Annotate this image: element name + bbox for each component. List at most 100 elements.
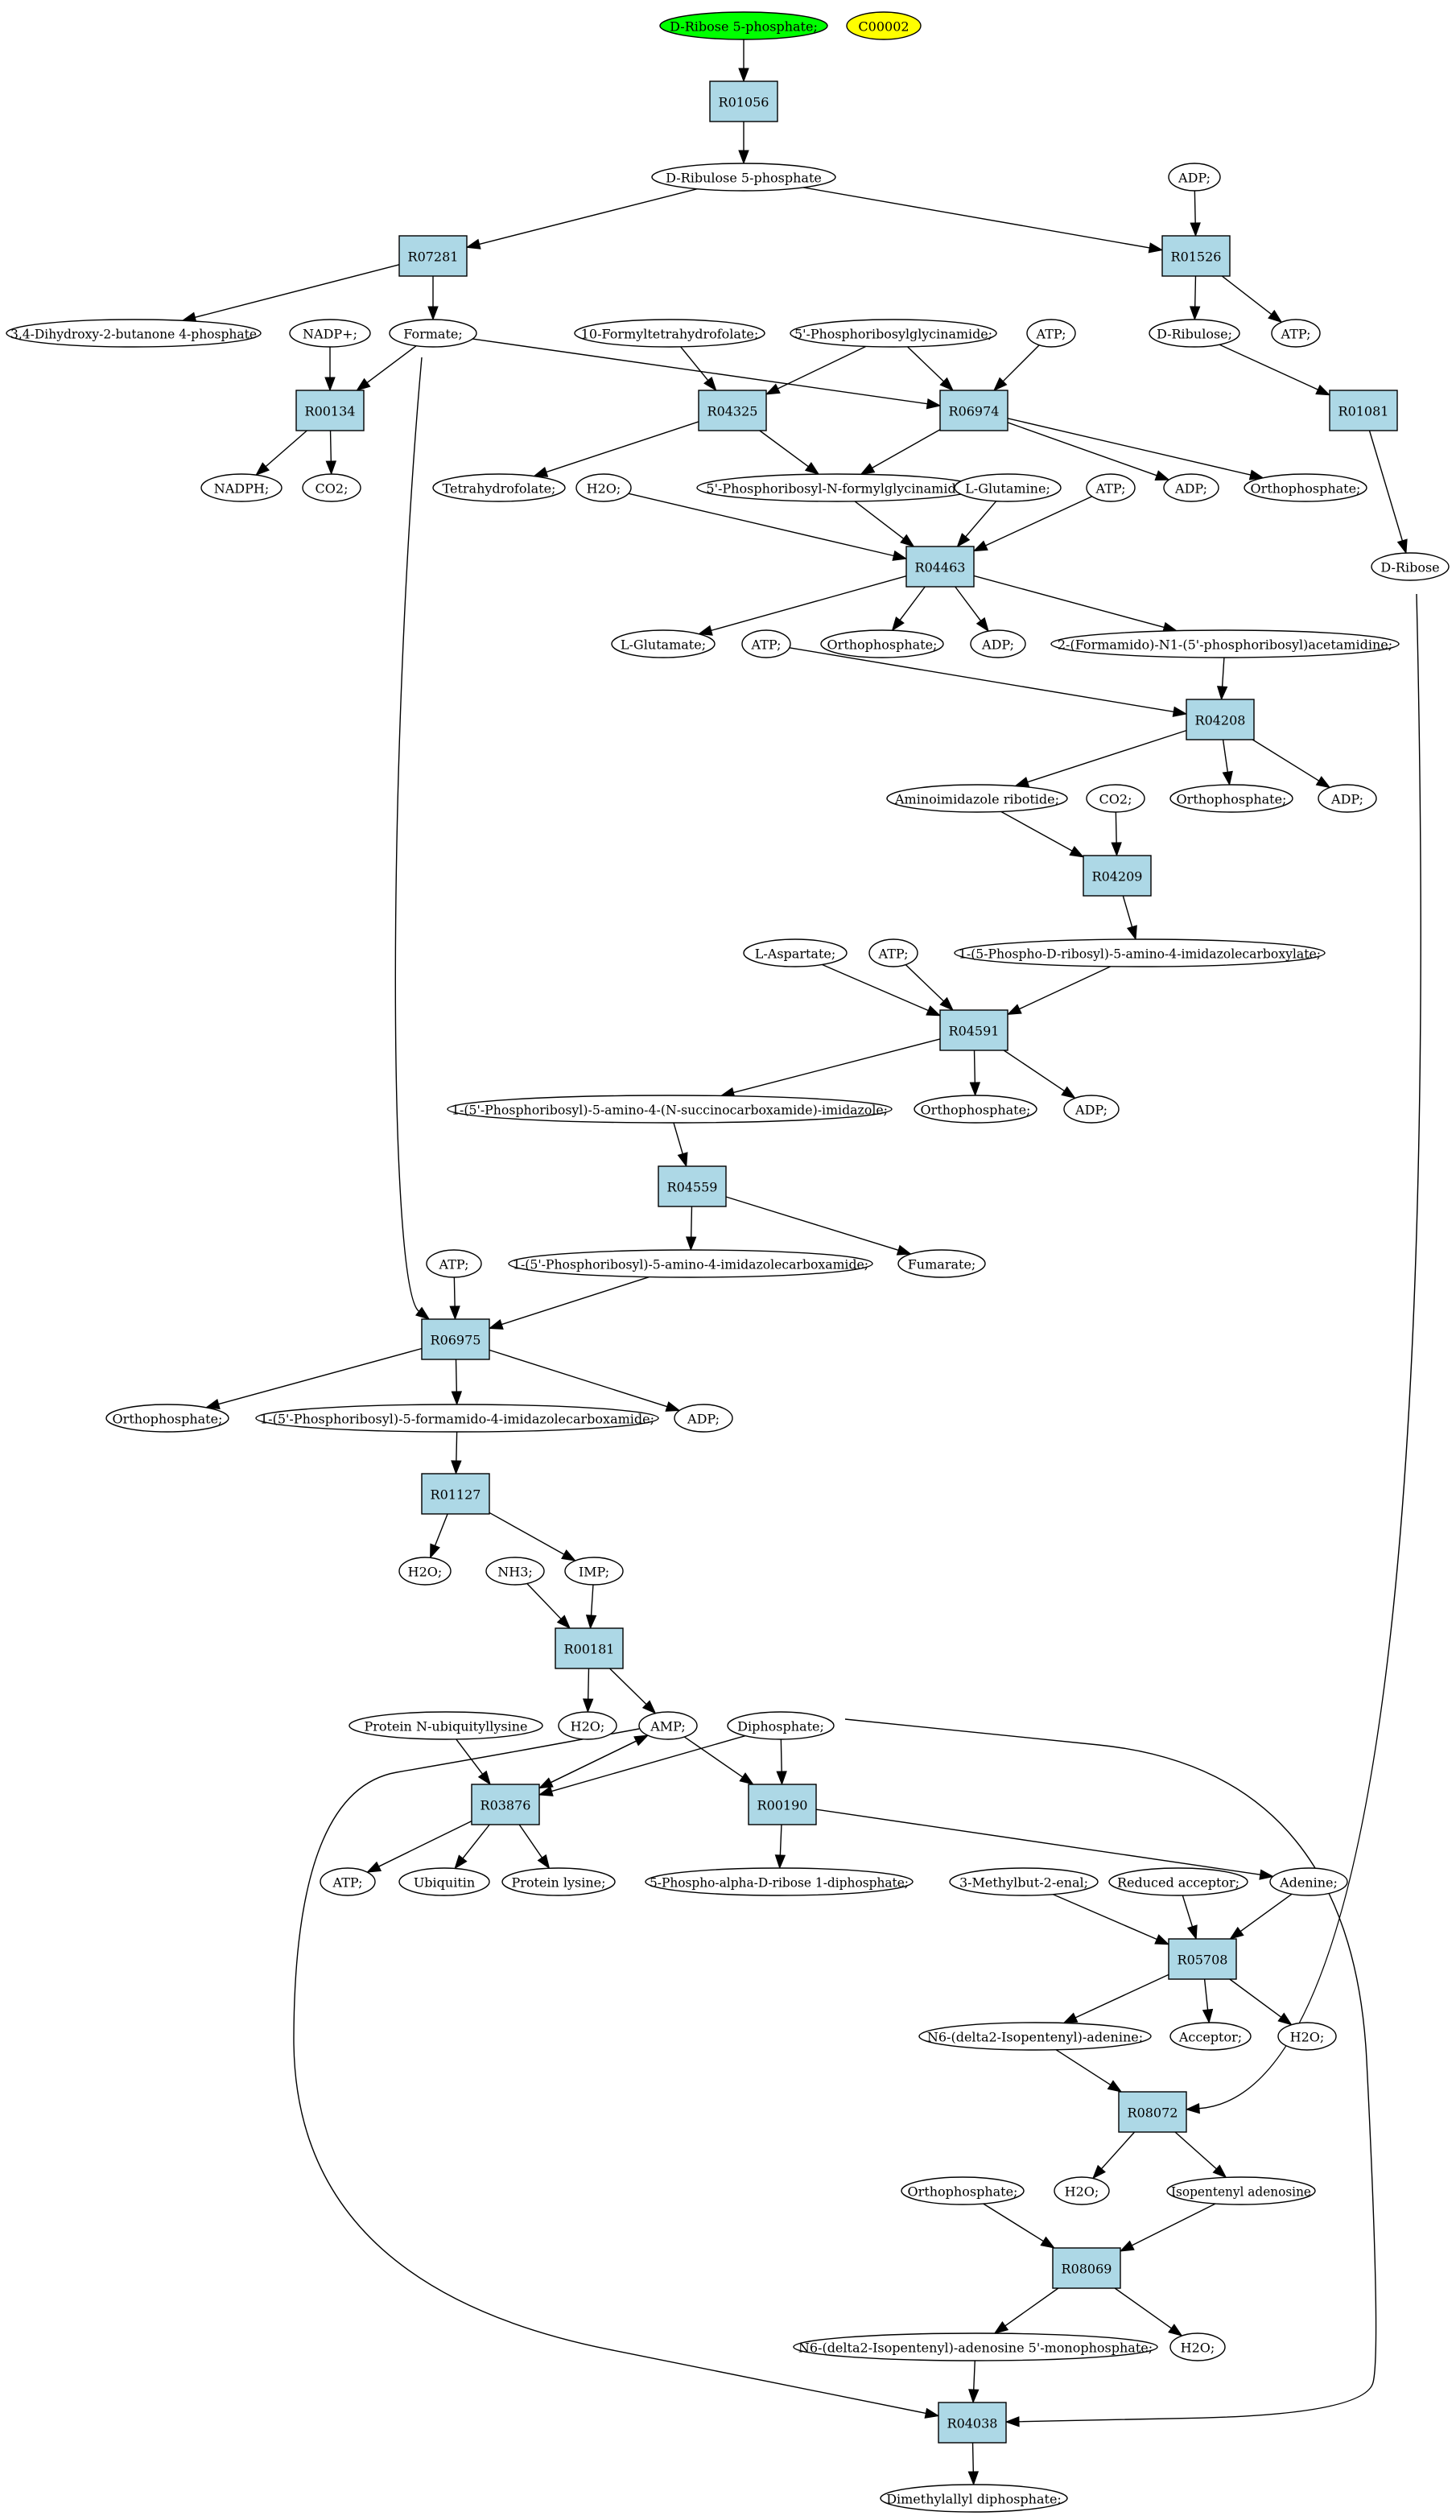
reaction-node-r03876[interactable]: R03876 — [471, 1784, 540, 1825]
compound-node-c-formate[interactable]: Formate; — [389, 319, 477, 348]
reaction-node-r01081[interactable]: R01081 — [1329, 390, 1398, 431]
reaction-node-r04209[interactable]: R04209 — [1083, 855, 1152, 897]
compound-node-c-methylbutenal[interactable]: 3-Methylbut-2-enal; — [949, 1867, 1099, 1896]
compound-node-c-10fthf[interactable]: 10-Formyltetrahydrofolate; — [574, 319, 765, 348]
reaction-node-r01056[interactable]: R01056 — [709, 80, 778, 122]
compound-node-c-ipado[interactable]: Isopentenyl adenosine — [1166, 2176, 1316, 2205]
compound-node-c-fgar[interactable]: 5'-Phosphoribosyl-N-formylglycinamide; — [696, 473, 978, 502]
compound-node-c-atp6[interactable]: ATP; — [426, 1249, 482, 1278]
compound-node-c-ppi[interactable]: Diphosphate; — [727, 1711, 835, 1740]
edge-R00181-to-c_h2o3 — [587, 1668, 590, 1700]
compound-node-c-asp[interactable]: L-Aspartate; — [743, 938, 848, 967]
reaction-node-r08072[interactable]: R08072 — [1118, 2091, 1187, 2133]
compound-node-c-redacc[interactable]: Reduced acceptor; — [1108, 1867, 1248, 1896]
compound-node-c-glu[interactable]: L-Glutamate; — [611, 629, 716, 658]
compound-node-c-fgam[interactable]: 2-(Formamido)-N1-(5'-phosphoribosyl)acet… — [1050, 629, 1400, 658]
compound-node-c-aicar[interactable]: 1-(5'-Phosphoribosyl)-5-amino-4-imidazol… — [508, 1249, 873, 1278]
edge-R03876-to-c_ubiquitin-arrowhead — [454, 1854, 468, 1870]
node-label: 5'-Phosphoribosylglycinamide; — [794, 327, 992, 342]
compound-node-c-atp3[interactable]: ATP; — [1086, 473, 1136, 502]
compound-node-c-cair[interactable]: 1-(5-Phospho-D-ribosyl)-5-amino-4-imidaz… — [954, 938, 1326, 967]
compound-ellipse — [1149, 319, 1240, 348]
compound-node-c-dribulose[interactable]: D-Ribulose; — [1149, 319, 1240, 348]
compound-node-c-pi2[interactable]: Orthophosphate; — [820, 629, 944, 658]
reaction-node-r07281[interactable]: R07281 — [398, 235, 468, 277]
compound-node-c-dmapp[interactable]: Dimethylallyl diphosphate; — [880, 2484, 1068, 2513]
compound-node-c-pi5[interactable]: Orthophosphate; — [105, 1404, 229, 1433]
compound-node-c-atp2[interactable]: ATP; — [1271, 319, 1321, 348]
compound-node-c-start[interactable]: D-Ribose 5-phosphate; — [659, 11, 828, 40]
node-label: ATP; — [751, 637, 782, 653]
edge-c_10fthf-to-R04325-arrowhead — [703, 376, 717, 392]
compound-node-c-pi6[interactable]: Orthophosphate; — [901, 2176, 1025, 2205]
reaction-node-r08069[interactable]: R08069 — [1052, 2247, 1121, 2289]
compound-node-c-thf[interactable]: Tetrahydrofolate; — [432, 473, 566, 502]
reaction-node-r01127[interactable]: R01127 — [421, 1473, 490, 1515]
compound-node-c-dhbp[interactable]: 3,4-Dihydroxy-2-butanone 4-phosphate — [6, 319, 262, 348]
compound-node-c-dribose[interactable]: D-Ribose — [1371, 552, 1450, 581]
node-label: Ubiquitin — [414, 1875, 475, 1891]
compound-node-c-prot-lys[interactable]: Protein lysine; — [501, 1867, 616, 1896]
compound-node-c-h2o4[interactable]: H2O; — [1277, 2022, 1337, 2051]
compound-node-c-ipamp[interactable]: N6-(delta2-Isopentenyl)-adenosine 5'-mon… — [793, 2332, 1158, 2361]
reaction-node-r00190[interactable]: R00190 — [748, 1784, 817, 1825]
compound-node-c-fumarate[interactable]: Fumarate; — [897, 1249, 986, 1278]
compound-node-c-ribulose5p[interactable]: D-Ribulose 5-phosphate — [651, 163, 836, 192]
reaction-box — [939, 390, 1008, 431]
reaction-node-r04325[interactable]: R04325 — [698, 390, 767, 431]
compound-node-c-gar[interactable]: 5'-Phosphoribosylglycinamide; — [790, 319, 997, 348]
compound-node-c-nadph[interactable]: NADPH; — [200, 473, 283, 502]
compound-node-c-pi1[interactable]: Orthophosphate; — [1244, 473, 1367, 502]
compound-node-c-saicar[interactable]: 1-(5'-Phosphoribosyl)-5-amino-4-(N-succi… — [447, 1095, 893, 1124]
compound-node-c-nadp[interactable]: NADP+; — [289, 319, 371, 348]
compound-node-c-ubiquitin[interactable]: Ubiquitin — [398, 1867, 490, 1896]
compound-node-c-adenine[interactable]: Adenine; — [1269, 1867, 1348, 1896]
reaction-node-r04559[interactable]: R04559 — [658, 1165, 727, 1207]
compound-node-c-prpp[interactable]: 5-Phospho-alpha-D-ribose 1-diphosphate; — [645, 1867, 914, 1896]
reaction-node-r06975[interactable]: R06975 — [421, 1318, 490, 1360]
compound-node-c-co2b[interactable]: CO2; — [1086, 784, 1145, 813]
compound-node-c-adp5[interactable]: ADP; — [1063, 1095, 1120, 1124]
compound-node-c-co2a[interactable]: CO2; — [302, 473, 361, 502]
compound-node-c-h2o5[interactable]: H2O; — [1054, 2176, 1110, 2205]
reaction-node-r04208[interactable]: R04208 — [1186, 699, 1255, 740]
compound-node-c-pi3[interactable]: Orthophosphate; — [1169, 784, 1293, 813]
compound-node-c-gln[interactable]: L-Glutamine; — [954, 473, 1062, 502]
reaction-node-r04038[interactable]: R04038 — [938, 2402, 1007, 2444]
compound-node-c-h2o2[interactable]: H2O; — [398, 1557, 452, 1586]
compound-node-c-nh3[interactable]: NH3; — [485, 1557, 545, 1586]
compound-node-c-adp2[interactable]: ADP; — [1163, 473, 1219, 502]
reaction-node-r04463[interactable]: R04463 — [905, 546, 975, 588]
reaction-node-r00134[interactable]: R00134 — [295, 390, 365, 431]
compound-node-c-h2o6[interactable]: H2O; — [1169, 2332, 1226, 2361]
compound-node-c-imp[interactable]: IMP; — [564, 1557, 624, 1586]
compound-node-c-atp1[interactable]: ATP; — [1026, 319, 1076, 348]
compound-ellipse — [349, 1711, 543, 1740]
compound-node-c-h2o3[interactable]: H2O; — [558, 1711, 617, 1740]
compound-node-c-acceptor[interactable]: Acceptor; — [1169, 2022, 1252, 2051]
compound-node-c-atp4[interactable]: ATP; — [741, 629, 791, 658]
reaction-node-r04591[interactable]: R04591 — [939, 1009, 1008, 1051]
compound-node-c-atp5[interactable]: ATP; — [868, 938, 918, 967]
reaction-node-r00181[interactable]: R00181 — [555, 1627, 624, 1669]
compound-node-c-adp1[interactable]: ADP; — [1168, 163, 1221, 192]
compound-node-c-air[interactable]: Aminoimidazole ribotide; — [886, 784, 1068, 813]
compound-node-c-adp4[interactable]: ADP; — [1318, 784, 1377, 813]
compound-node-c-adp6[interactable]: ADP; — [674, 1404, 733, 1433]
compound-node-c-n6ipa[interactable]: N6-(delta2-Isopentenyl)-adenine; — [918, 2022, 1152, 2051]
reaction-node-r01526[interactable]: R01526 — [1161, 235, 1231, 277]
compound-node-c-atp7[interactable]: ATP; — [320, 1867, 376, 1896]
edge-c_saicar-to-R04559-arrowhead — [677, 1152, 688, 1168]
reaction-node-r06974[interactable]: R06974 — [939, 390, 1008, 431]
reaction-node-r05708[interactable]: R05708 — [1168, 1938, 1237, 1980]
compound-node-c-c00002[interactable]: C00002 — [846, 11, 922, 40]
node-label: R04591 — [949, 1024, 1000, 1039]
compound-node-c-pi4[interactable]: Orthophosphate; — [914, 1095, 1037, 1124]
compound-node-c-adp3[interactable]: ADP; — [970, 629, 1026, 658]
compound-node-c-amp[interactable]: AMP; — [638, 1711, 698, 1740]
compound-node-c-ubi-lys[interactable]: Protein N-ubiquityllysine — [349, 1711, 543, 1740]
compound-node-c-faicar[interactable]: 1-(5'-Phosphoribosyl)-5-formamido-4-imid… — [255, 1404, 659, 1433]
edge-R04463-to-c_pi2-arrowhead — [891, 617, 905, 632]
compound-node-c-h2o1[interactable]: H2O; — [575, 473, 632, 502]
edge-R03876-to-c_atp7 — [378, 1820, 472, 1867]
